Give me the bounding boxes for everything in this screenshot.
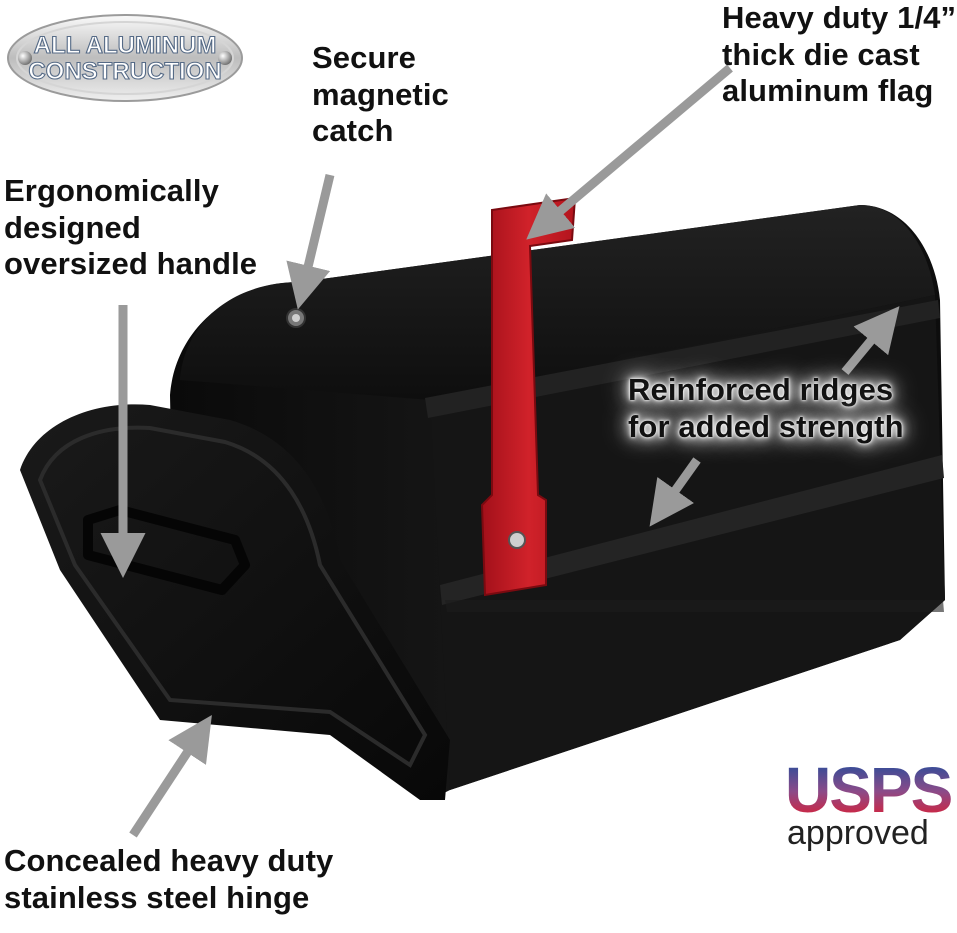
ridge-upper [425,300,940,418]
callout-flag: Heavy duty 1/4” thick die cast aluminum … [722,0,957,109]
usps-approved-logo: USPS approved [785,758,953,858]
arrow-ridges-up [841,306,900,375]
mailbox-top-dome [180,205,935,400]
arrow-magnetic-catch [286,173,335,310]
callout-ridges: Reinforced ridges for added strength [628,372,904,444]
badge-line-2: CONSTRUCTION [28,58,221,85]
rivet-badge-icon [18,51,32,65]
usps-title: USPS [785,754,953,826]
arrow-hinge [129,714,212,838]
arrow-flag [526,64,733,240]
callout-magnetic-catch: Secure magnetic catch [312,40,449,149]
all-aluminum-badge: ALL ALUMINUM CONSTRUCTION [7,14,243,102]
badge-line-1: ALL ALUMINUM [34,32,217,59]
ridge-lower [445,600,944,612]
callout-hinge: Concealed heavy duty stainless steel hin… [4,843,334,915]
usps-subtitle: approved [787,814,929,852]
callout-handle: Ergonomically designed oversized handle [4,173,258,282]
rivet-badge-icon [218,51,232,65]
ridge-middle [440,455,944,605]
arrow-ridges-down [649,457,701,527]
flag-pivot-bolt [508,531,526,549]
